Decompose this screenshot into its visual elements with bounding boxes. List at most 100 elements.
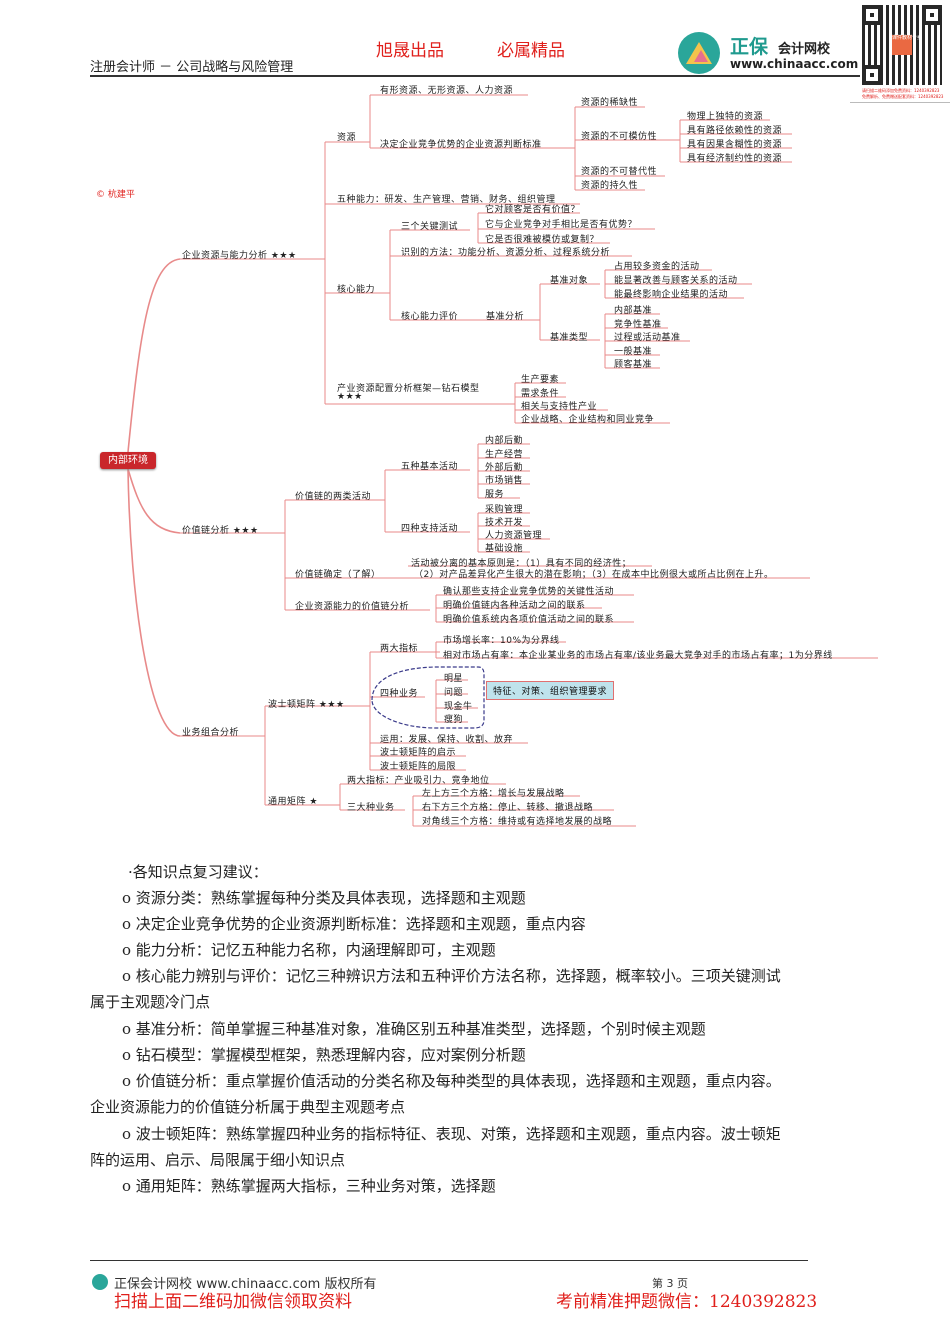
node-business-dog[interactable]: 瘦狗 bbox=[444, 715, 464, 725]
node-support-item[interactable]: 基础设施 bbox=[485, 544, 524, 554]
qr-divider bbox=[850, 102, 950, 103]
mindmap-copyright: © 杭建平 bbox=[96, 190, 135, 200]
node-value-chain-determine[interactable]: 价值链确定（了解） bbox=[295, 570, 381, 580]
advice-item: o 核心能力辨别与评价：记忆三种辨识方法和五种评价方法名称，选择题，概率较小。三… bbox=[122, 967, 781, 985]
node-bcg-matrix[interactable]: 波士顿矩阵 ★★★ bbox=[268, 700, 345, 710]
node-ge-matrix[interactable]: 通用矩阵 ★ bbox=[268, 797, 318, 807]
node-bcg-indicator-item[interactable]: 相对市场占有率：本企业某业务的市场占有率/该业务最大竞争对手的市场占有率；1为分… bbox=[443, 651, 833, 661]
node-test-item[interactable]: 它对顾客是否有价值？ bbox=[485, 205, 581, 215]
node-ge-item[interactable]: 对角线三个方格：维持或有选择地发展的战略 bbox=[422, 817, 613, 827]
footer-divider bbox=[90, 1260, 808, 1261]
logo-url: www.chinaacc.com bbox=[730, 57, 859, 71]
node-business-star[interactable]: 明星 bbox=[444, 674, 464, 684]
node-bcg-indicators[interactable]: 两大指标 bbox=[380, 644, 419, 654]
node-non-substitutable[interactable]: 资源的不可替代性 bbox=[581, 167, 658, 177]
node-resources-capability[interactable]: 企业资源与能力分析 ★★★ bbox=[182, 251, 297, 261]
node-determine-principle[interactable]: （2）对产品差异化产生很大的潜在影响；（3）在成本中比例很大或所占比例在上升。 bbox=[414, 570, 774, 580]
footer-promo-left: 扫描上面二维码加微信领取资料 bbox=[114, 1292, 352, 1312]
node-support-item[interactable]: 采购管理 bbox=[485, 505, 524, 515]
node-analysis-item[interactable]: 确认那些支持企业竞争优势的关键性活动 bbox=[443, 587, 615, 597]
node-ge-item[interactable]: 左上方三个方格：增长与发展战略 bbox=[422, 789, 565, 799]
node-benchmark-object-item[interactable]: 能显著改善与顾客关系的活动 bbox=[614, 276, 738, 286]
node-diamond-item[interactable]: 需求条件 bbox=[521, 389, 560, 399]
node-three-tests[interactable]: 三个关键测试 bbox=[401, 222, 459, 232]
node-test-item[interactable]: 它与企业竞争对手相比是否有优势？ bbox=[485, 220, 638, 230]
root-node[interactable]: 内部环境 bbox=[100, 452, 156, 469]
advice-heading: ·各知识点复习建议： bbox=[128, 863, 268, 881]
node-durability[interactable]: 资源的持久性 bbox=[581, 181, 639, 191]
node-two-activity-types[interactable]: 价值链的两类活动 bbox=[295, 492, 372, 502]
node-bcg-indicator-item[interactable]: 市场增长率：10%为分界线 bbox=[443, 636, 560, 646]
node-primary-item[interactable]: 服务 bbox=[485, 490, 505, 500]
node-diamond-stars: ★★★ bbox=[337, 392, 363, 402]
node-benchmark-type-item[interactable]: 竞争性基准 bbox=[614, 320, 662, 330]
node-benchmark-type-item[interactable]: 过程或活动基准 bbox=[614, 333, 681, 343]
node-inimitability-item[interactable]: 物理上独特的资源 bbox=[687, 112, 764, 122]
node-inimitability-item[interactable]: 具有因果含糊性的资源 bbox=[687, 140, 783, 150]
node-value-chain[interactable]: 价值链分析 ★★★ bbox=[182, 526, 259, 536]
node-inimitability[interactable]: 资源的不可模仿性 bbox=[581, 132, 658, 142]
advice-item: o 基准分析：简单掌握三种基准对象，准确区别五种基准类型，选择题，个别时候主观题 bbox=[122, 1020, 706, 1038]
node-inimitability-item[interactable]: 具有经济制约性的资源 bbox=[687, 154, 783, 164]
node-primary-item[interactable]: 外部后勤 bbox=[485, 463, 524, 473]
node-five-abilities[interactable]: 五种能力：研发、生产管理、营销、财务、组织管理 bbox=[337, 195, 556, 205]
node-benchmark-analysis[interactable]: 基准分析 bbox=[486, 312, 525, 322]
node-benchmark-objects[interactable]: 基准对象 bbox=[550, 276, 589, 286]
node-analysis-item[interactable]: 明确价值链内各种活动之间的联系 bbox=[443, 601, 586, 611]
node-benchmark-types[interactable]: 基准类型 bbox=[550, 333, 589, 343]
node-business-cashcow[interactable]: 现金牛 bbox=[444, 702, 473, 712]
node-analysis-item[interactable]: 明确价值系统内各项价值活动之间的联系 bbox=[443, 615, 615, 625]
node-benchmark-object-item[interactable]: 能最终影响企业结果的活动 bbox=[614, 290, 729, 300]
qr-finder-icon bbox=[922, 5, 942, 25]
node-core-competence[interactable]: 核心能力 bbox=[337, 285, 376, 295]
node-bcg-apply[interactable]: 运用：发展、保持、收割、放弃 bbox=[380, 735, 514, 745]
node-four-businesses[interactable]: 四种业务 bbox=[380, 689, 419, 699]
node-primary-item[interactable]: 市场销售 bbox=[485, 476, 524, 486]
node-bcg-limit[interactable]: 波士顿矩阵的局限 bbox=[380, 762, 457, 772]
node-support-activities[interactable]: 四种支持活动 bbox=[401, 524, 459, 534]
node-primary-item[interactable]: 内部后勤 bbox=[485, 436, 524, 446]
node-support-item[interactable]: 技术开发 bbox=[485, 518, 524, 528]
node-benchmark-type-item[interactable]: 内部基准 bbox=[614, 306, 653, 316]
node-ge-item[interactable]: 右下方三个方格：停止、转移、撤退战略 bbox=[422, 803, 594, 813]
node-determine-principle[interactable]: 活动被分离的基本原则是：（1）具有不同的经济性； bbox=[411, 559, 632, 569]
node-primary-item[interactable]: 生产经营 bbox=[485, 450, 524, 460]
mindmap-connectors bbox=[127, 94, 878, 827]
advice-item: o 波士顿矩阵：熟练掌握四种业务的指标特征、表现、对策，选择题和主观题，重点内容… bbox=[122, 1125, 781, 1143]
header-divider bbox=[90, 75, 860, 77]
node-diamond-item[interactable]: 生产要素 bbox=[521, 375, 560, 385]
advice-item-cont: 阵的运用、启示、局限属于细小知识点 bbox=[90, 1151, 346, 1169]
chinaacc-logo[interactable]: 正保 会计网校 www.chinaacc.com bbox=[678, 30, 858, 74]
slogan-left: 旭晟出品 bbox=[376, 41, 444, 61]
node-core-evaluation[interactable]: 核心能力评价 bbox=[401, 312, 459, 322]
advice-item: o 价值链分析：重点掌握价值活动的分类名称及每种类型的具体表现，选择题和主观题，… bbox=[122, 1072, 781, 1090]
node-ge-indicators[interactable]: 两大指标：产业吸引力、竞争地位 bbox=[347, 776, 490, 786]
node-bcg-insight[interactable]: 波士顿矩阵的启示 bbox=[380, 748, 457, 758]
node-benchmark-type-item[interactable]: 一般基准 bbox=[614, 347, 653, 357]
qr-finder-icon bbox=[862, 65, 882, 85]
node-support-item[interactable]: 人力资源管理 bbox=[485, 531, 543, 541]
node-resources[interactable]: 资源 bbox=[337, 133, 357, 143]
node-portfolio-analysis[interactable]: 业务组合分析 bbox=[182, 728, 240, 738]
node-resource-criteria[interactable]: 决定企业竞争优势的企业资源判断标准 bbox=[380, 140, 542, 150]
footer-copyright: 正保会计网校 www.chinaacc.com 版权所有 bbox=[114, 1277, 377, 1292]
footer-promo-right: 考前精准押题微信：1240392823 bbox=[556, 1292, 818, 1312]
node-business-question[interactable]: 问题 bbox=[444, 688, 464, 698]
node-identify-methods[interactable]: 识别的方法：功能分析、资源分析、过程系统分析 bbox=[401, 248, 611, 258]
qr-caption-line: 免费解析、免费赠送配套资料：1240392823 bbox=[862, 94, 944, 99]
page-number: 第 3 页 bbox=[652, 1277, 688, 1290]
qr-code[interactable]: 课件教材专卖 bbox=[862, 5, 942, 85]
node-diamond-model[interactable]: 产业资源配置分析框架—钻石模型 bbox=[337, 384, 480, 394]
node-scarcity[interactable]: 资源的稀缺性 bbox=[581, 98, 639, 108]
node-ge-three[interactable]: 三大种业务 bbox=[347, 803, 395, 813]
node-resource-types[interactable]: 有形资源、无形资源、人力资源 bbox=[380, 86, 514, 96]
node-value-chain-analysis[interactable]: 企业资源能力的价值链分析 bbox=[295, 602, 410, 612]
node-benchmark-type-item[interactable]: 顾客基准 bbox=[614, 360, 653, 370]
node-primary-activities[interactable]: 五种基本活动 bbox=[401, 462, 459, 472]
node-diamond-item[interactable]: 相关与支持性产业 bbox=[521, 402, 598, 412]
callout-four-businesses[interactable]: 特征、对策、组织管理要求 bbox=[486, 681, 615, 700]
node-benchmark-object-item[interactable]: 占用较多资金的活动 bbox=[614, 262, 700, 272]
node-diamond-item[interactable]: 企业战略、企业结构和同业竞争 bbox=[521, 415, 655, 425]
node-inimitability-item[interactable]: 具有路径依赖性的资源 bbox=[687, 126, 783, 136]
node-test-item[interactable]: 它是否很难被模仿或复制？ bbox=[485, 235, 600, 245]
